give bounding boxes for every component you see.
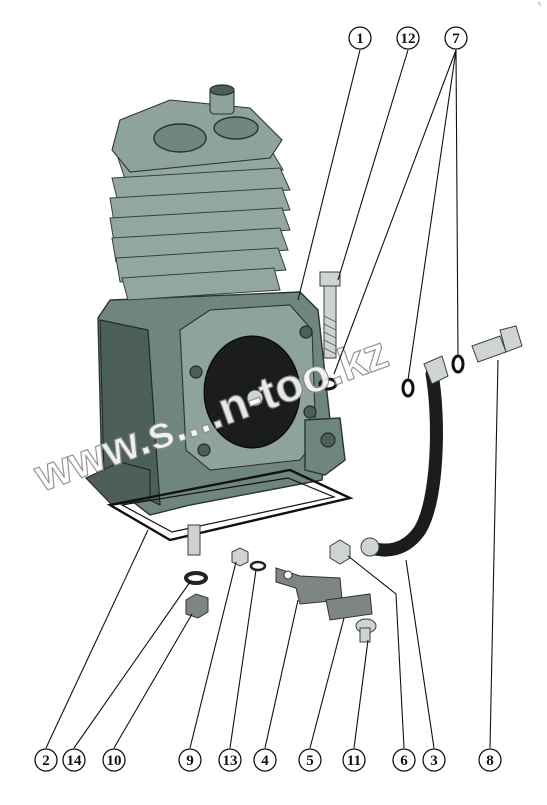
spring-washer [249, 560, 267, 572]
union-nut [329, 539, 351, 565]
leader-8 [489, 359, 499, 749]
svg-text:12: 12 [401, 31, 416, 47]
head-boss-2 [213, 116, 259, 140]
compressor-illustration [84, 84, 523, 643]
callout-2: 2 [34, 748, 58, 772]
hose [365, 367, 443, 557]
leader-12 [337, 49, 409, 281]
head-boss [153, 123, 207, 153]
corner-mark: ⁿᵢ [537, 1, 541, 8]
svg-text:5: 5 [306, 753, 314, 769]
stud [187, 524, 201, 556]
hose-end-fitting [360, 537, 380, 557]
nut-small [231, 547, 249, 567]
washer [184, 571, 208, 585]
leader-4 [264, 599, 299, 749]
callout-13: 13 [218, 748, 242, 772]
callout-1: 1 [348, 26, 372, 50]
leader-14 [73, 581, 191, 749]
clamp-plate [325, 593, 373, 621]
callout-4: 4 [253, 748, 277, 772]
svg-text:2: 2 [42, 753, 50, 769]
svg-text:3: 3 [430, 753, 438, 769]
callout-11: 11 [342, 748, 366, 772]
bracket [275, 567, 343, 605]
leader-10 [113, 613, 193, 749]
callout-12: 12 [396, 26, 420, 50]
callouts: 1 12 7 2 14 10 [34, 26, 502, 772]
callout-7: 7 [444, 26, 468, 50]
screw-shank [359, 627, 371, 643]
drive-hub [246, 389, 264, 407]
bolt-ring [318, 377, 338, 391]
bolt-head [319, 271, 341, 287]
svg-text:9: 9 [186, 753, 194, 769]
leader-lines [45, 49, 499, 749]
sealing-ring-left [401, 378, 415, 398]
svg-text:4: 4 [261, 753, 269, 769]
nut [185, 593, 209, 619]
leader-2 [45, 529, 149, 749]
svg-text:8: 8 [486, 753, 494, 769]
leader-7b [407, 49, 457, 381]
banjo-bolt [471, 335, 507, 363]
leader-11 [353, 639, 369, 749]
callout-8: 8 [478, 748, 502, 772]
callout-6: 6 [392, 748, 416, 772]
leader-6 [347, 555, 405, 749]
outlet-pipe-top [209, 84, 235, 96]
leader-5 [309, 617, 345, 749]
hose-elbow [423, 355, 449, 385]
leader-9 [189, 561, 237, 749]
svg-text:6: 6 [400, 753, 408, 769]
gasket [106, 468, 354, 542]
leader-13 [229, 569, 257, 749]
sealing-ring-right [451, 354, 465, 374]
leader-1 [297, 49, 361, 301]
svg-text:13: 13 [223, 753, 238, 769]
leader-7a [333, 49, 457, 375]
svg-text:7: 7 [452, 31, 460, 47]
svg-text:14: 14 [67, 753, 83, 769]
leader-3 [405, 559, 435, 749]
callout-10: 10 [102, 748, 126, 772]
mounting-foot [84, 461, 151, 506]
callout-14: 14 [62, 748, 86, 772]
callout-9: 9 [178, 748, 202, 772]
leader-7c [455, 49, 459, 357]
svg-text:10: 10 [107, 753, 122, 769]
callout-5: 5 [298, 748, 322, 772]
crankcase-front-face [99, 319, 161, 506]
callout-3: 3 [422, 748, 446, 772]
svg-text:1: 1 [356, 31, 364, 47]
svg-text:11: 11 [347, 753, 361, 769]
